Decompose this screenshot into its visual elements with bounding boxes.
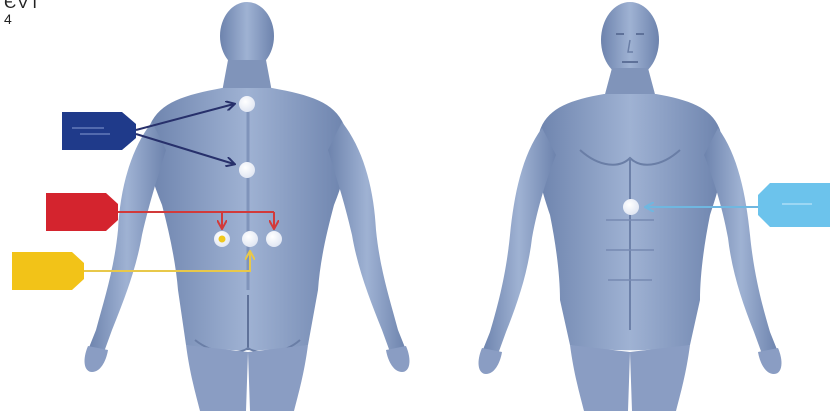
- front-right-leg: [630, 345, 690, 411]
- back-view-figure: [85, 2, 410, 411]
- patch-lightblue: [758, 183, 830, 227]
- front-left-arm: [482, 128, 556, 354]
- front-neck: [604, 68, 656, 98]
- electrode-point-upper-back: [239, 96, 255, 112]
- electrode-point-lower-center: [242, 231, 258, 247]
- front-right-arm: [704, 128, 778, 354]
- patch-red: [46, 193, 118, 231]
- patch-navy: [62, 112, 136, 150]
- electrode-point-lower-left-center: [219, 236, 226, 243]
- electrode-patch-icon: [62, 112, 136, 150]
- back-neck: [222, 60, 272, 92]
- front-left-leg: [570, 345, 630, 411]
- back-left-leg: [186, 345, 248, 411]
- patch-yellow: [12, 252, 84, 290]
- back-left-arm: [88, 122, 166, 352]
- back-right-leg: [248, 345, 308, 411]
- back-head: [220, 2, 274, 70]
- electrode-patch-icon: [758, 183, 830, 227]
- electrode-patch-icon: [12, 252, 84, 290]
- electrode-point-mid-back: [239, 162, 255, 178]
- back-right-arm: [328, 122, 406, 352]
- electrode-point-lower-right: [266, 231, 282, 247]
- electrode-point-abdomen: [623, 199, 639, 215]
- electrode-patch-icon: [46, 193, 118, 231]
